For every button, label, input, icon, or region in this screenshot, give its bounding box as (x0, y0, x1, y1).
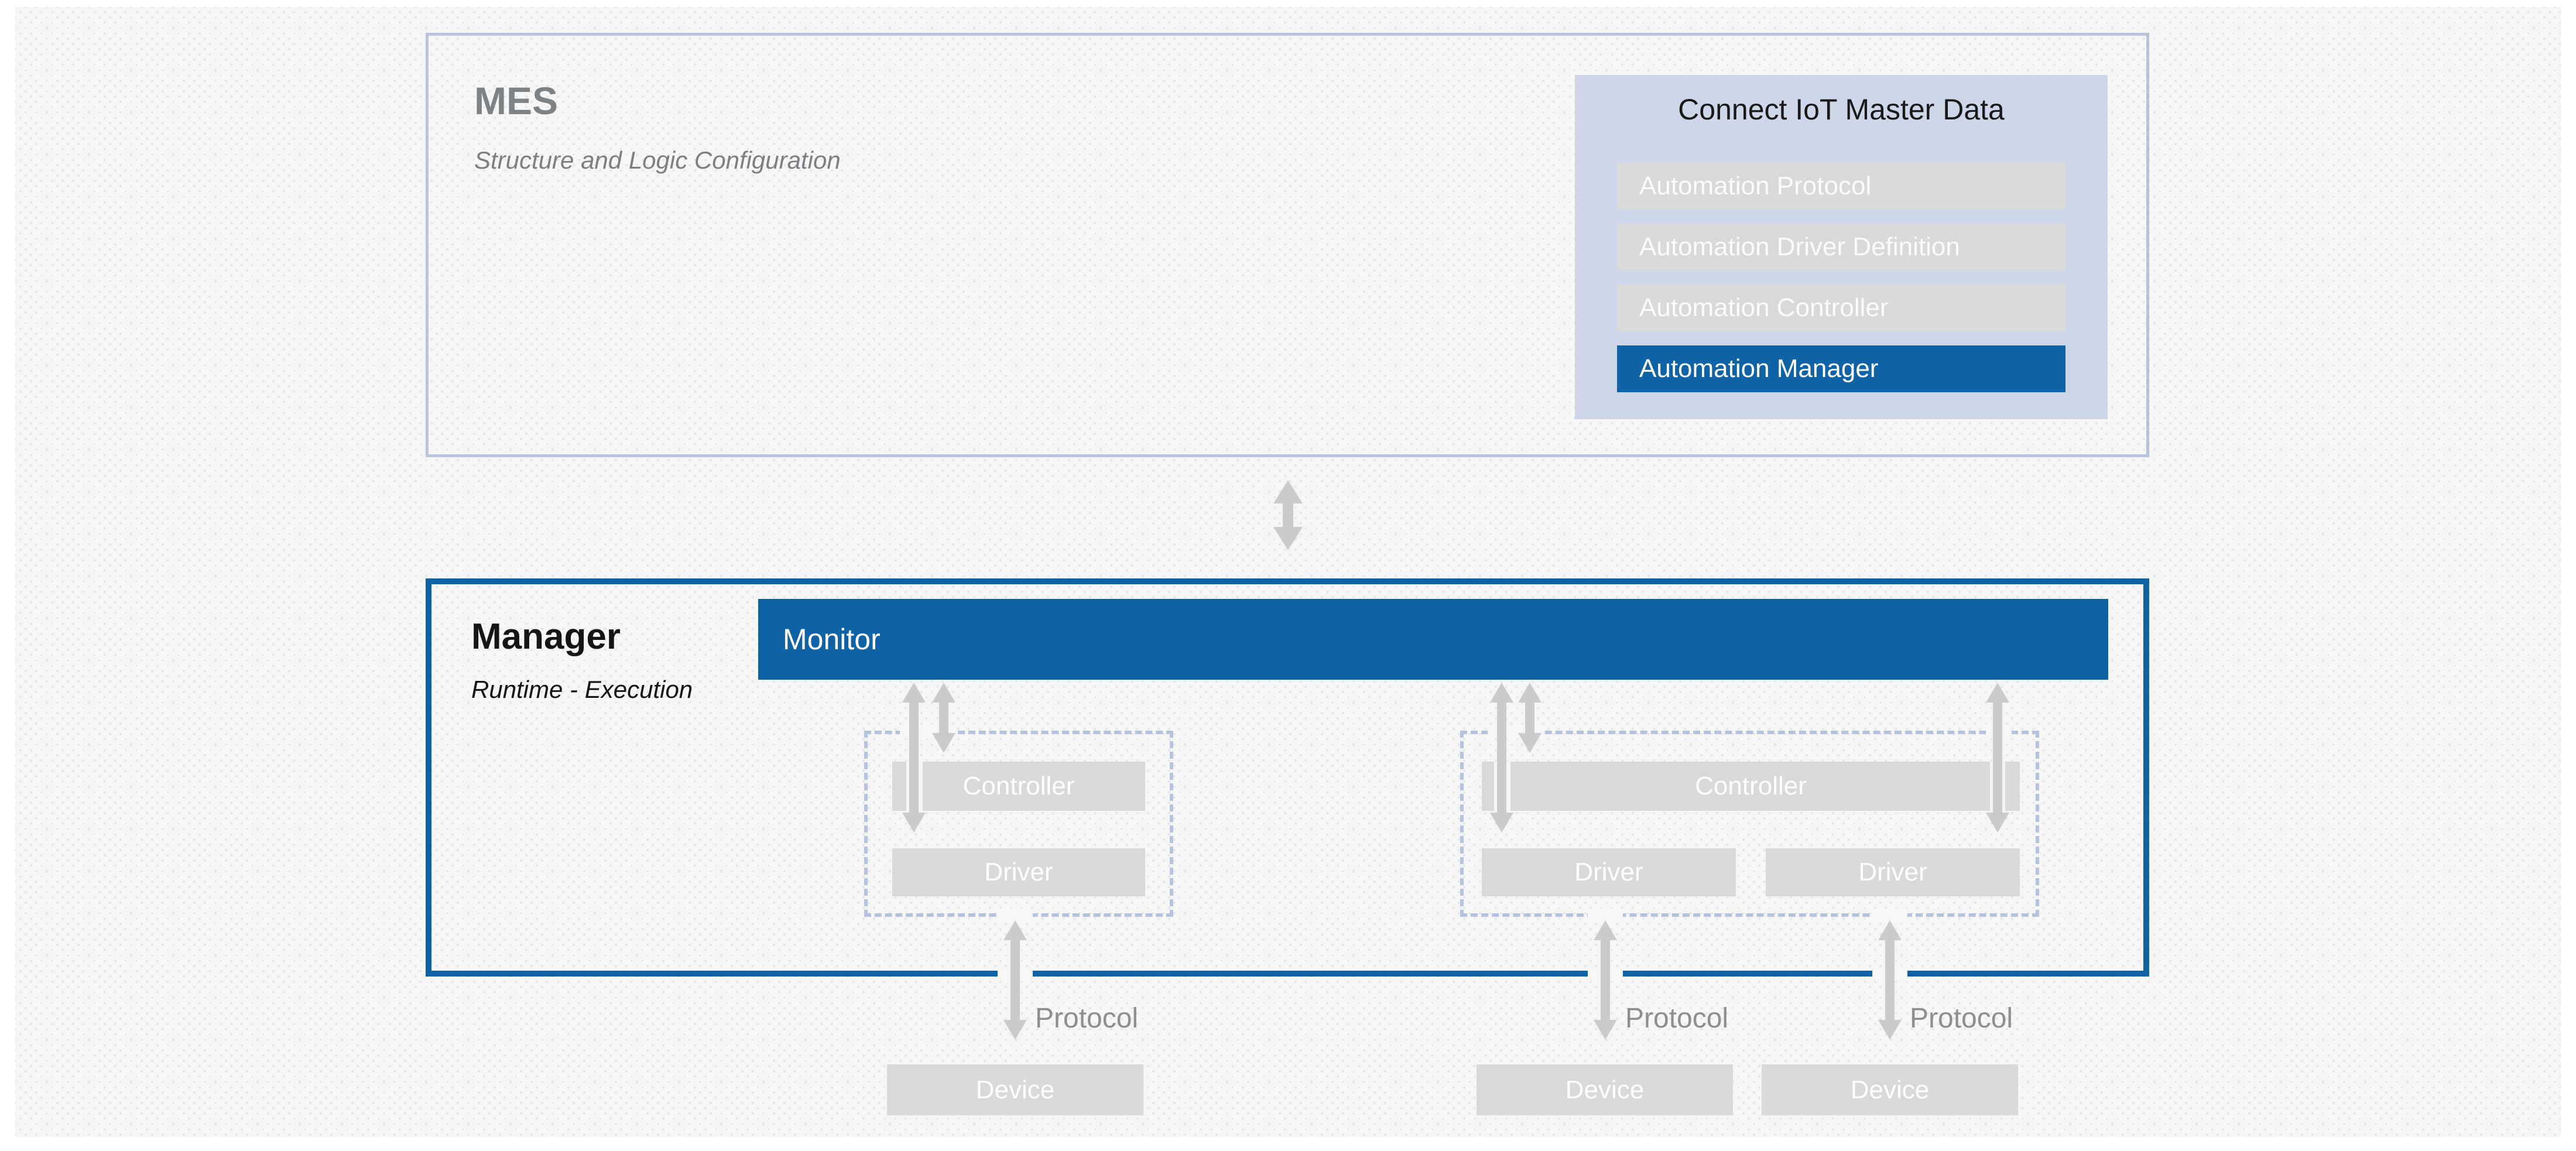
manager-box (426, 578, 2149, 977)
arrow-up-icon (902, 683, 926, 703)
arrow-down-icon (1878, 1020, 1902, 1040)
arrow-down-icon (1594, 1020, 1617, 1040)
arrow-up-icon (1273, 480, 1303, 503)
arrow-down-icon (1273, 527, 1303, 550)
driver-bar-right-1: Driver (1482, 848, 1736, 896)
border-gap (998, 909, 1033, 920)
arrow-down-icon (1986, 813, 2009, 833)
menu-item-automation-manager[interactable]: Automation Manager (1617, 345, 2065, 392)
mes-subtitle: Structure and Logic Configuration (474, 146, 841, 174)
protocol-label-3: Protocol (1910, 1003, 2013, 1034)
monitor-bar: Monitor (758, 599, 2108, 680)
protocol-label-2: Protocol (1625, 1003, 1729, 1034)
arrow-up-icon (1518, 683, 1542, 703)
driver-bar-left: Driver (892, 848, 1145, 896)
border-gap (1872, 909, 1907, 920)
arrow-up-icon (1986, 683, 2009, 703)
menu-item-automation-protocol[interactable]: Automation Protocol (1617, 163, 2065, 210)
driver-bar-right-2: Driver (1766, 848, 2020, 896)
controller-bar-right: Controller (1482, 762, 2020, 811)
manager-title: Manager (471, 616, 621, 657)
arrow-up-icon (1003, 920, 1027, 940)
master-data-title: Connect IoT Master Data (1678, 93, 2005, 126)
manager-subtitle: Runtime - Execution (471, 676, 693, 703)
mes-title: MES (474, 79, 559, 122)
arrow-down-icon (902, 813, 926, 833)
arrow-up-icon (1878, 920, 1902, 940)
controller-bar-left: Controller (892, 762, 1145, 811)
border-gap (1588, 909, 1623, 920)
arrow-up-icon (932, 683, 955, 703)
device-bar-2: Device (1477, 1064, 1733, 1115)
arrow-down-icon (1003, 1020, 1027, 1040)
dot-texture-background (15, 7, 2561, 1137)
arrow-down-icon (1490, 813, 1513, 833)
controller-group-right (1460, 731, 2039, 917)
arrow-up-icon (1594, 920, 1617, 940)
arrow-up-icon (1490, 683, 1513, 703)
arrow-down-icon (932, 733, 955, 753)
device-bar-1: Device (887, 1064, 1143, 1115)
protocol-label-1: Protocol (1035, 1003, 1139, 1034)
mes-box (426, 33, 2149, 457)
arrow-down-icon (1518, 733, 1542, 753)
menu-item-automation-driver-definition[interactable]: Automation Driver Definition (1617, 224, 2065, 270)
menu-item-automation-controller[interactable]: Automation Controller (1617, 285, 2065, 331)
device-bar-3: Device (1762, 1064, 2018, 1115)
